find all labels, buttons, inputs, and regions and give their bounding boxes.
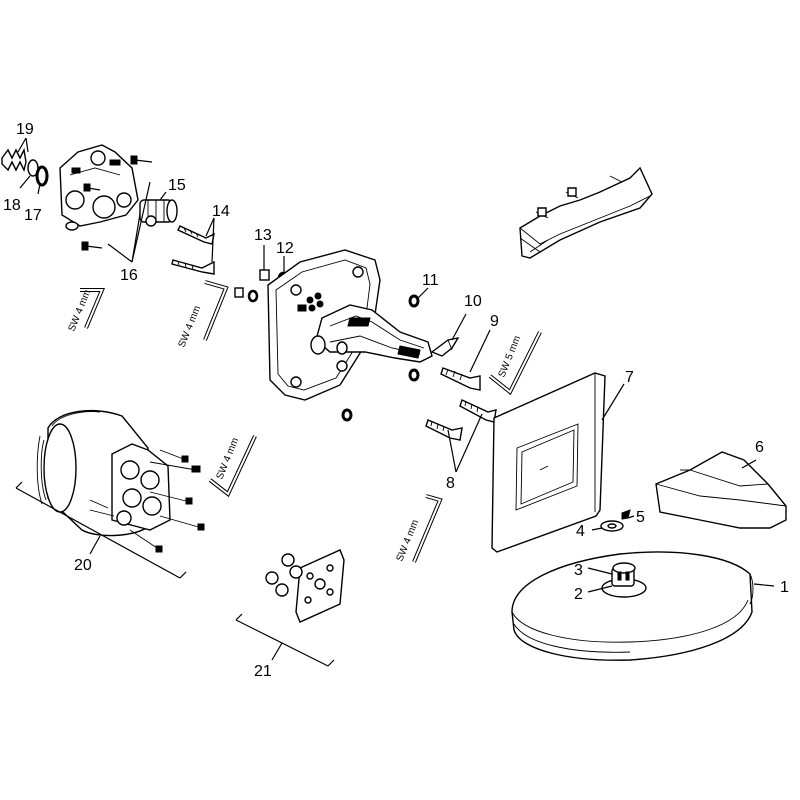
valve-body-part: [59, 144, 139, 231]
part-number-20: 20: [74, 557, 92, 574]
screw-9-part: [440, 367, 481, 391]
cover-plate-part: [491, 372, 606, 553]
sw4-b-label: SW 4 mm: [177, 304, 204, 349]
part-number-16: 16: [120, 267, 138, 284]
part-number-15: 15: [168, 177, 186, 194]
part-number-7: 7: [625, 369, 634, 386]
part-number-4: 4: [576, 523, 585, 540]
part-number-3: 3: [574, 562, 583, 579]
allen-key-sw4-c: SW 4 mm: [208, 435, 257, 498]
part-number-12: 12: [276, 240, 294, 257]
plate-plugs-part: [265, 549, 345, 623]
rough-in-screws: [89, 449, 205, 553]
part-number-5: 5: [636, 509, 645, 526]
clip-part: [430, 337, 460, 357]
screws-8-part: [425, 399, 497, 441]
cartridge-part: [139, 199, 178, 227]
wedge-spacer-part: [655, 451, 787, 529]
allen-key-sw4-b: SW 4 mm: [177, 280, 229, 349]
part-number-6: 6: [755, 439, 764, 456]
allen-key-sw4-d: SW 4 mm: [395, 494, 443, 563]
part-number-11: 11: [422, 272, 439, 289]
long-screws-part: [171, 225, 215, 275]
part-number-8: 8: [446, 475, 455, 492]
allen-key-sw5: SW 5 mm: [488, 331, 542, 396]
part-number-18: 18: [3, 197, 21, 214]
part-number-2: 2: [574, 586, 583, 603]
leader-lines: [15, 137, 775, 667]
o-rings-part: [341, 294, 420, 422]
part-number-17: 17: [24, 207, 42, 224]
part-number-14: 14: [212, 203, 230, 220]
part-number-1: 1: [780, 579, 789, 596]
mounting-bracket-part: [519, 166, 653, 259]
part-number-19: 19: [16, 121, 34, 138]
shower-head-part: [511, 551, 754, 661]
hose-nipple-part: [1, 147, 49, 187]
part-number-9: 9: [490, 313, 499, 330]
part-number-13: 13: [254, 227, 272, 244]
sw4-a-label: SW 4 mm: [67, 288, 94, 333]
valve-screws: [81, 155, 153, 251]
rough-in-body-part: [36, 410, 171, 537]
allen-key-sw4-a: SW 4 mm: [67, 288, 106, 333]
washer-part: [600, 509, 631, 532]
shower-arm-part: [310, 304, 433, 363]
part-number-labels: 1 2 3 4 5 6 7 8 9 10 11 12 13 14 15 16 1…: [3, 121, 789, 680]
part-number-21: 21: [254, 663, 272, 680]
part-number-10: 10: [464, 293, 482, 310]
